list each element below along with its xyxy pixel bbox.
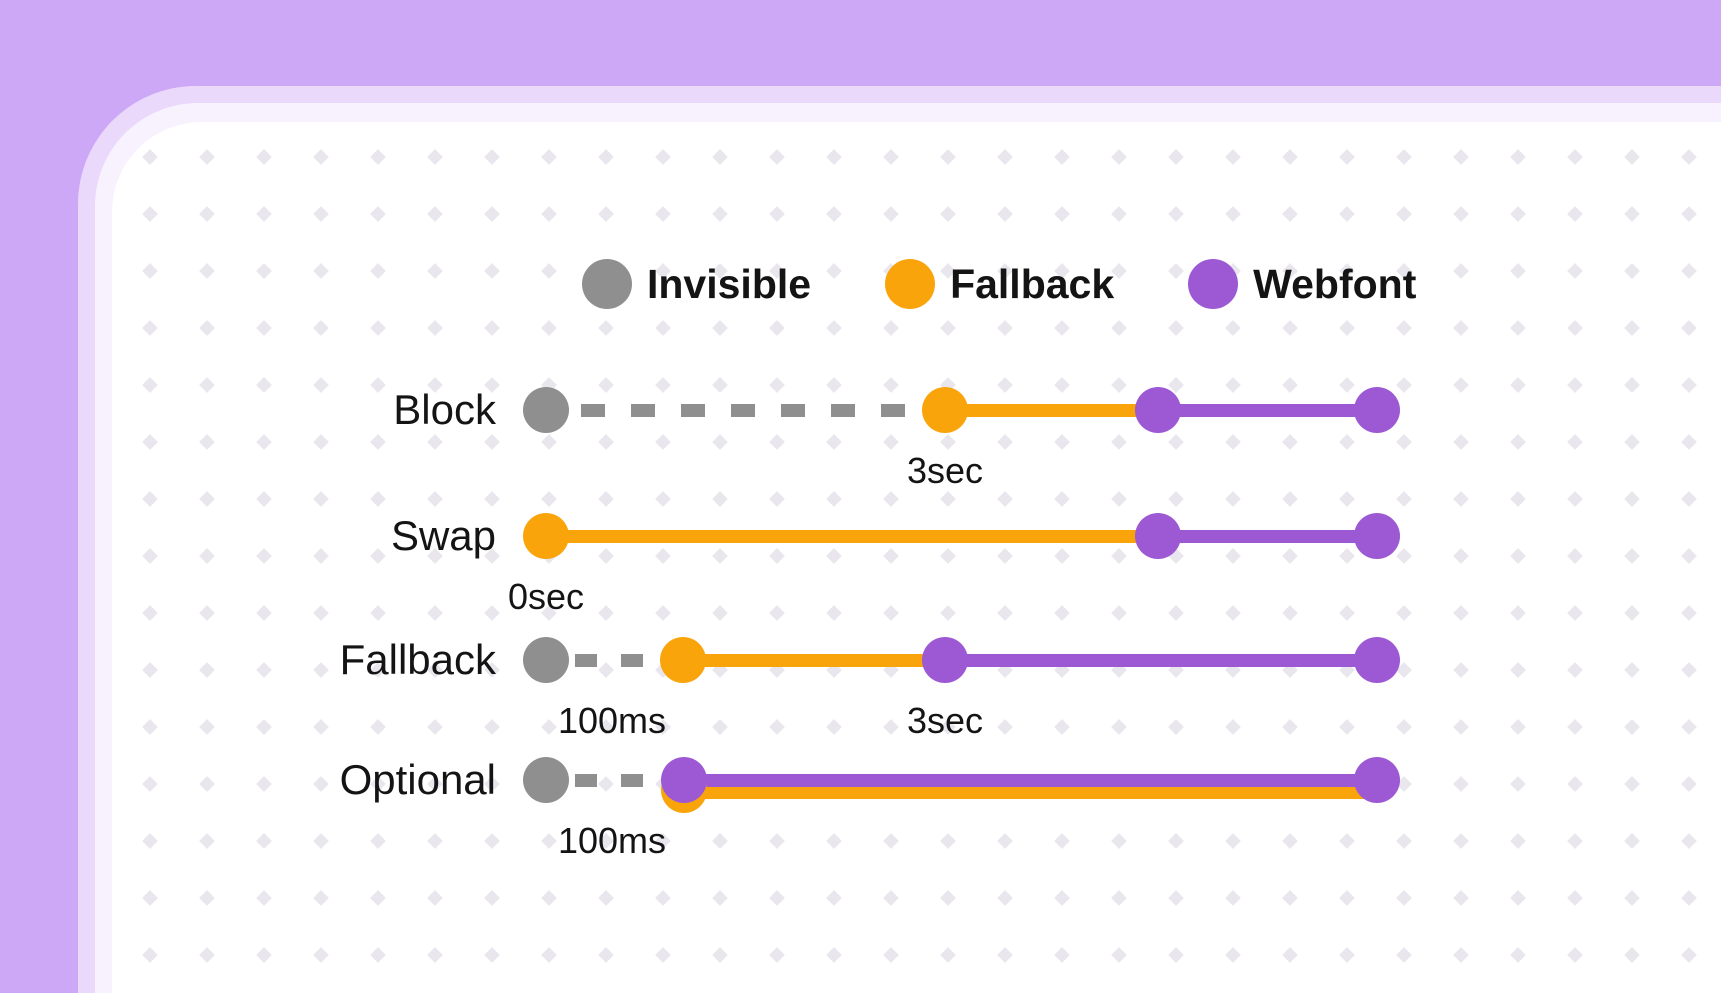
timeline-dot-fallback [523, 513, 569, 559]
time-label: 3sec [906, 700, 984, 741]
row-label-block: Block [393, 386, 496, 433]
timeline-dot-fallback [660, 637, 706, 683]
timeline-segment-fallback [546, 530, 1158, 543]
row-label-swap: Swap [390, 512, 496, 559]
time-label: 100ms [557, 820, 667, 861]
time-label: 3sec [906, 450, 984, 491]
legend-swatch-fallback [885, 259, 936, 309]
timeline-dot-webfont [1354, 637, 1400, 683]
legend-label-invisible: Invisible [647, 260, 812, 307]
row-label-optional: Optional [339, 756, 496, 803]
legend-swatch-invisible [582, 259, 632, 309]
timeline-dot-invisible [523, 387, 569, 433]
legend-label-fallback: Fallback [950, 260, 1115, 307]
timeline-segment-invisible-dashed [581, 404, 921, 417]
timeline-segment-invisible-dashed [575, 654, 647, 667]
legend: Invisible Fallback Webfont [582, 259, 1416, 309]
timeline-dot-webfont [1354, 513, 1400, 559]
timeline-dot-webfont [1135, 513, 1181, 559]
timeline-dot-webfont [661, 757, 707, 803]
timeline-dot-webfont [1354, 757, 1400, 803]
timeline-segment-webfont [684, 774, 1377, 787]
legend-item-webfont: Webfont [1188, 259, 1416, 309]
time-label: 0sec [507, 576, 585, 617]
timeline-segment-fallback [683, 654, 945, 667]
timeline-segment-webfont [945, 654, 1377, 667]
row-label-fallback: Fallback [339, 636, 496, 683]
timeline-segment-fallback [684, 786, 1377, 799]
timeline-segment-webfont [1158, 404, 1377, 417]
timeline-dot-invisible [523, 637, 569, 683]
legend-label-webfont: Webfont [1253, 260, 1417, 307]
timeline-dot-fallback [922, 387, 968, 433]
timeline-dot-webfont [922, 637, 968, 683]
timeline-dot-webfont [1135, 387, 1181, 433]
time-label: 100ms [557, 700, 667, 741]
legend-swatch-webfont [1188, 259, 1239, 309]
legend-item-invisible: Invisible [582, 259, 811, 309]
timeline-segment-fallback [945, 404, 1158, 417]
legend-item-fallback: Fallback [885, 259, 1114, 309]
timeline-dot-webfont [1354, 387, 1400, 433]
timeline-segment-webfont [1158, 530, 1377, 543]
timeline-dot-invisible [523, 757, 569, 803]
timeline-segment-invisible-dashed [575, 774, 647, 787]
